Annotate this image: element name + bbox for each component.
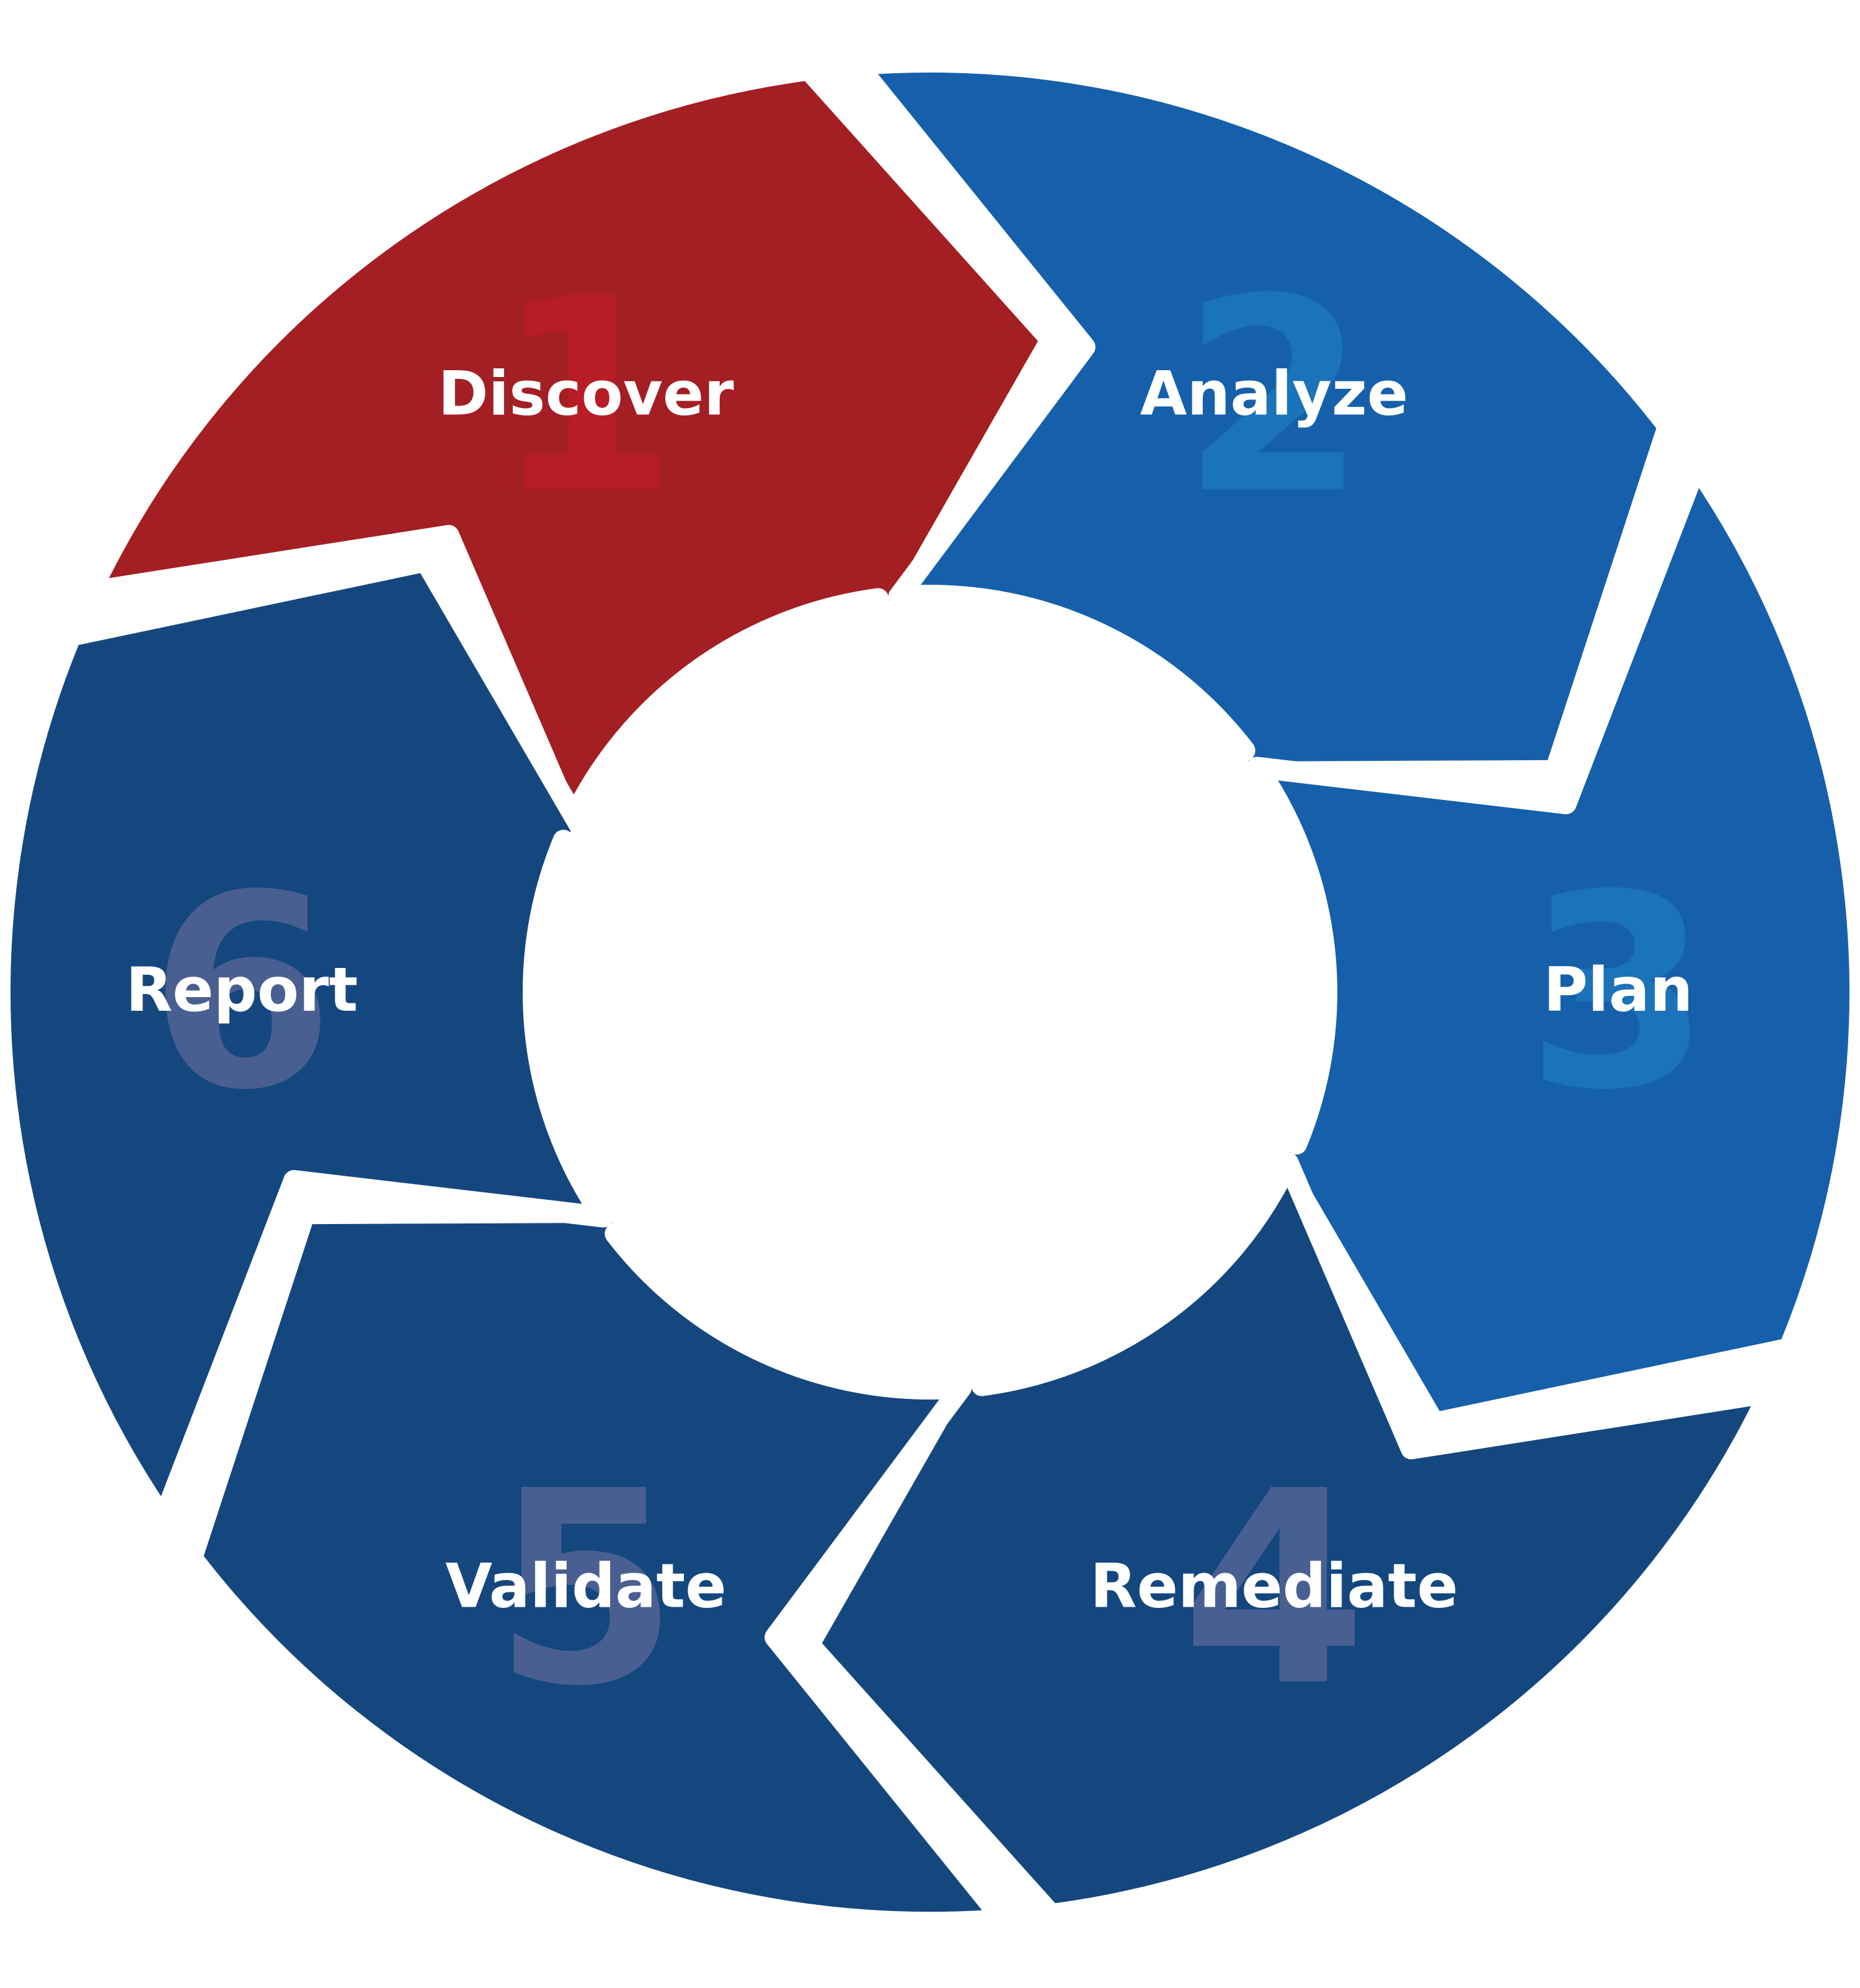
step-number-2: 2 (1181, 242, 1366, 552)
step-label-discover: Discover (438, 359, 734, 430)
step-label-remediate: Remediate (1090, 1551, 1458, 1622)
center-hole (536, 598, 1324, 1386)
cycle-arrow-3 (1243, 455, 1860, 1434)
step-number-6: 6 (149, 838, 334, 1148)
step-label-validate: Validate (445, 1551, 726, 1622)
cycle-arrow-2 (846, 51, 1698, 783)
cycle-arrow-6 (0, 551, 617, 1530)
step-label-plan: Plan (1543, 955, 1693, 1026)
segments-layer (0, 14, 1860, 1971)
step-label-analyze: Analyze (1140, 359, 1409, 430)
step-number-3: 3 (1525, 838, 1711, 1148)
numbers-layer: 1 234 56 (149, 242, 1711, 1745)
cycle-arrow-5 (162, 1201, 1014, 1933)
step-number-1: 1 (493, 242, 678, 552)
step-number-4: 4 (1181, 1434, 1366, 1744)
cycle-arrow-4 (799, 1152, 1780, 1971)
step-number-5: 5 (493, 1434, 678, 1744)
cycle-arrow-1 (80, 14, 1061, 832)
step-label-report: Report (126, 955, 358, 1026)
